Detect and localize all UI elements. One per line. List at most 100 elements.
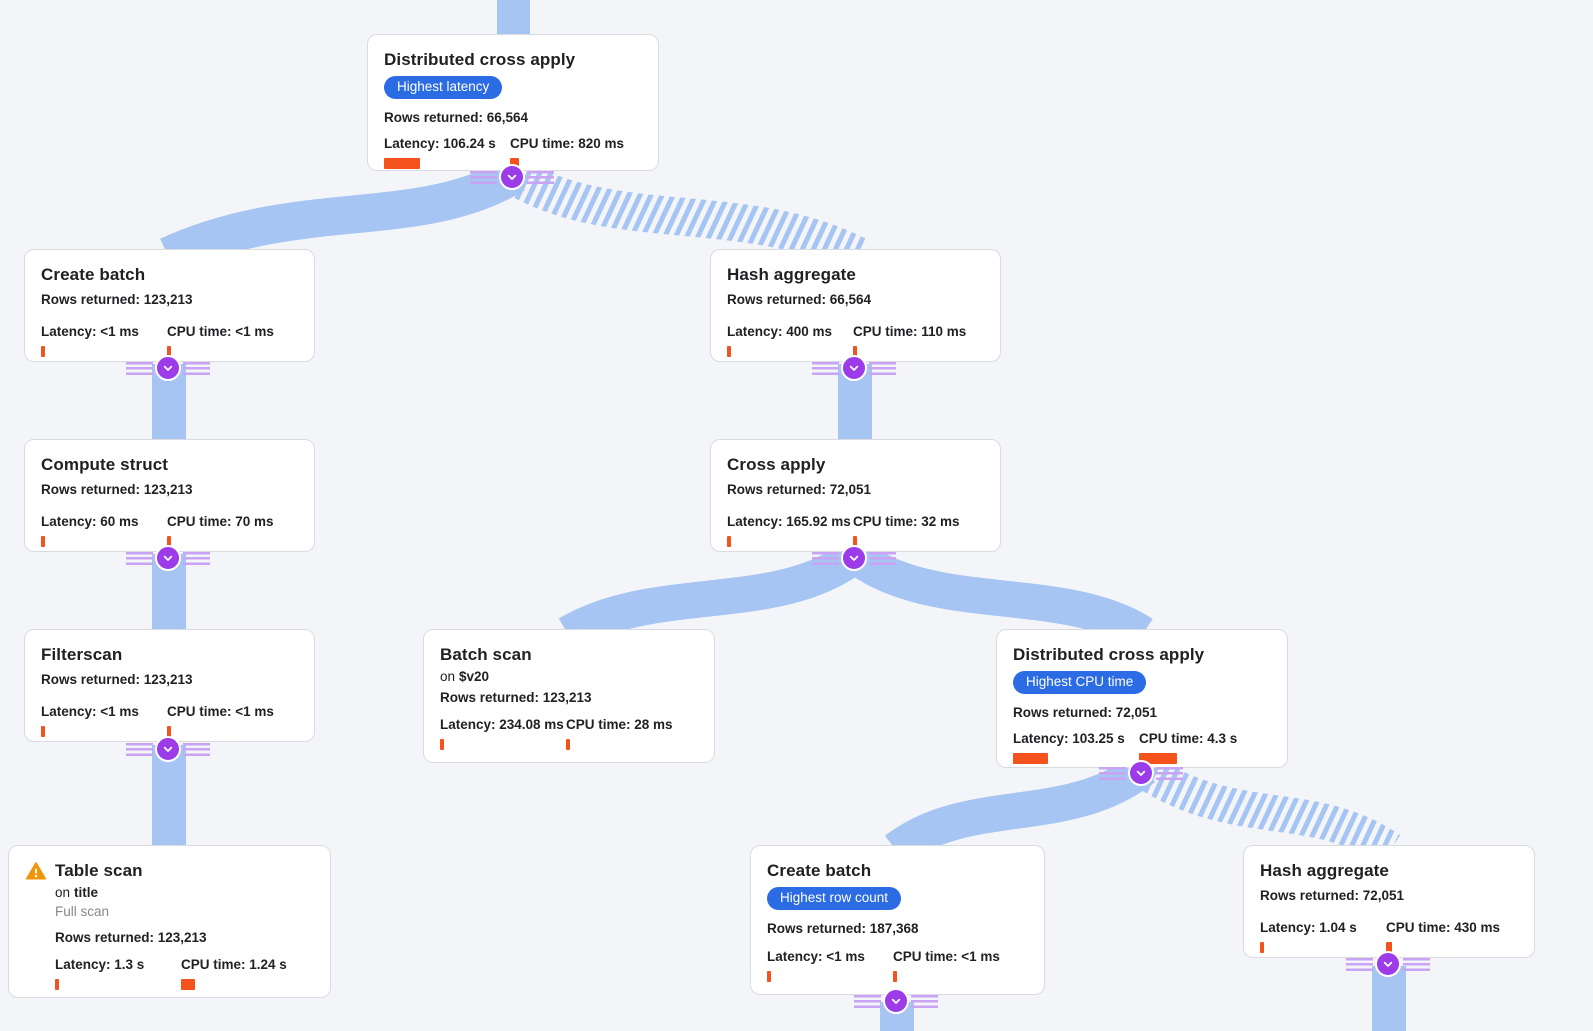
- cpu-time-label: CPU time: 70 ms: [167, 514, 274, 529]
- rows-returned: Rows returned: 72,051: [1260, 888, 1405, 903]
- node-title: Distributed cross apply: [384, 50, 576, 69]
- collapse-toggle-hashaggregate2[interactable]: [1346, 951, 1430, 977]
- node-create-batch-1[interactable]: Create batch Rows returned: 123,213 Late…: [24, 249, 315, 362]
- cpu-time-bar: [167, 536, 171, 547]
- cpu-metric: CPU time: 430 ms: [1386, 919, 1518, 953]
- latency-bar: [727, 346, 731, 357]
- latency-bar: [1260, 942, 1264, 953]
- latency-label: Latency: 1.3 s: [55, 957, 145, 972]
- node-cross-apply[interactable]: Cross apply Rows returned: 72,051 Latenc…: [710, 439, 1001, 552]
- edge-crossapply-batchscan: [558, 539, 869, 650]
- rows-returned: Rows returned: 123,213: [41, 672, 193, 687]
- collapse-toggle-computestruct[interactable]: [126, 545, 210, 571]
- highlight-badge: Highest CPU time: [1013, 671, 1147, 694]
- edge-incoming-top: [497, 0, 530, 36]
- cpu-time-bar: [510, 158, 519, 169]
- latency-bar: [41, 346, 45, 357]
- connector-lines-right: [183, 742, 210, 756]
- connector-lines-right: [527, 170, 554, 184]
- connector-lines-left: [1346, 957, 1373, 971]
- edge-dca2-hashaggregate2-striped: [1129, 752, 1401, 866]
- rows-returned: Rows returned: 66,564: [727, 292, 872, 307]
- edge-dca1-createbatch1: [160, 157, 525, 274]
- cpu-time-bar: [853, 536, 857, 547]
- chevron-down-icon: [155, 355, 181, 381]
- latency-label: Latency: 106.24 s: [384, 136, 496, 151]
- cpu-time-label: CPU time: 32 ms: [853, 514, 960, 529]
- rows-returned: Rows returned: 123,213: [41, 482, 193, 497]
- connector-lines-right: [869, 551, 896, 565]
- latency-metric: Latency: 400 ms: [727, 323, 853, 357]
- node-title: Filterscan: [41, 645, 123, 664]
- rows-returned: Rows returned: 187,368: [767, 921, 919, 936]
- connector-lines-left: [126, 551, 153, 565]
- latency-bar: [767, 971, 771, 982]
- node-title: Compute struct: [41, 455, 169, 474]
- latency-metric: Latency: 103.25 s: [1013, 730, 1139, 764]
- connector-lines-right: [1156, 766, 1183, 780]
- node-distributed-cross-apply-2[interactable]: Distributed cross apply Highest CPU time…: [996, 629, 1288, 768]
- collapse-toggle-hashaggregate1[interactable]: [812, 355, 896, 381]
- edge-filterscan-tablescan: [152, 745, 186, 848]
- cpu-metric: CPU time: 4.3 s: [1139, 730, 1271, 764]
- node-create-batch-2[interactable]: Create batch Highest row count Rows retu…: [750, 845, 1045, 995]
- latency-bar: [440, 739, 444, 750]
- node-title: Create batch: [767, 861, 872, 880]
- cpu-metric: CPU time: 820 ms: [510, 135, 642, 169]
- cpu-time-label: CPU time: 430 ms: [1386, 920, 1501, 935]
- collapse-toggle-crossapply[interactable]: [812, 545, 896, 571]
- connector-lines-left: [126, 742, 153, 756]
- latency-label: Latency: <1 ms: [41, 704, 139, 719]
- connector-lines-left: [812, 361, 839, 375]
- chevron-down-icon: [499, 164, 525, 190]
- node-batch-scan[interactable]: Batch scan on$v20 Rows returned: 123,213…: [423, 629, 715, 763]
- cpu-time-bar: [181, 979, 195, 990]
- latency-bar: [384, 158, 420, 169]
- collapse-toggle-createbatch2[interactable]: [854, 988, 938, 1014]
- latency-metric: Latency: <1 ms: [41, 323, 167, 357]
- node-filterscan[interactable]: Filterscan Rows returned: 123,213 Latenc…: [24, 629, 315, 742]
- latency-metric: Latency: <1 ms: [767, 948, 893, 982]
- connector-lines-right: [1403, 957, 1430, 971]
- chevron-down-icon: [841, 355, 867, 381]
- latency-metric: Latency: 60 ms: [41, 513, 167, 547]
- cpu-metric: CPU time: 32 ms: [853, 513, 984, 547]
- cpu-metric: CPU time: 70 ms: [167, 513, 298, 547]
- latency-metric: Latency: 1.3 s: [55, 956, 181, 990]
- collapse-toggle-createbatch1[interactable]: [126, 355, 210, 381]
- latency-label: Latency: <1 ms: [41, 324, 139, 339]
- cpu-metric: CPU time: 28 ms: [566, 716, 698, 750]
- cpu-metric: CPU time: 110 ms: [853, 323, 984, 357]
- latency-bar: [55, 979, 59, 990]
- node-compute-struct[interactable]: Compute struct Rows returned: 123,213 La…: [24, 439, 315, 552]
- rows-returned: Rows returned: 66,564: [384, 110, 529, 125]
- cpu-time-label: CPU time: 1.24 s: [181, 957, 287, 972]
- connector-lines-right: [183, 551, 210, 565]
- cpu-metric: CPU time: <1 ms: [893, 948, 1028, 982]
- cpu-metric: CPU time: <1 ms: [167, 323, 298, 357]
- cpu-metric: CPU time: 1.24 s: [181, 956, 314, 990]
- node-hash-aggregate-1[interactable]: Hash aggregate Rows returned: 66,564 Lat…: [710, 249, 1001, 362]
- latency-metric: Latency: 234.08 ms: [440, 716, 566, 750]
- chevron-down-icon: [155, 736, 181, 762]
- cpu-time-bar: [167, 726, 171, 737]
- latency-bar: [1013, 753, 1048, 764]
- rows-returned: Rows returned: 72,051: [727, 482, 872, 497]
- collapse-toggle-filterscan[interactable]: [126, 736, 210, 762]
- highlight-badge: Highest row count: [767, 887, 902, 910]
- cpu-time-bar: [893, 971, 897, 982]
- latency-label: Latency: 103.25 s: [1013, 731, 1125, 746]
- latency-bar: [41, 536, 45, 547]
- latency-label: Latency: 165.92 ms: [727, 514, 851, 529]
- connector-lines-right: [869, 361, 896, 375]
- latency-label: Latency: 60 ms: [41, 514, 139, 529]
- connector-lines-right: [183, 361, 210, 375]
- node-distributed-cross-apply-1[interactable]: Distributed cross apply Highest latency …: [367, 34, 659, 171]
- collapse-toggle-dca2[interactable]: [1099, 760, 1183, 786]
- collapse-toggle-dca1[interactable]: [470, 164, 554, 190]
- warning-icon: [25, 859, 55, 887]
- cpu-time-bar: [853, 346, 857, 357]
- node-hash-aggregate-2[interactable]: Hash aggregate Rows returned: 72,051 Lat…: [1243, 845, 1535, 958]
